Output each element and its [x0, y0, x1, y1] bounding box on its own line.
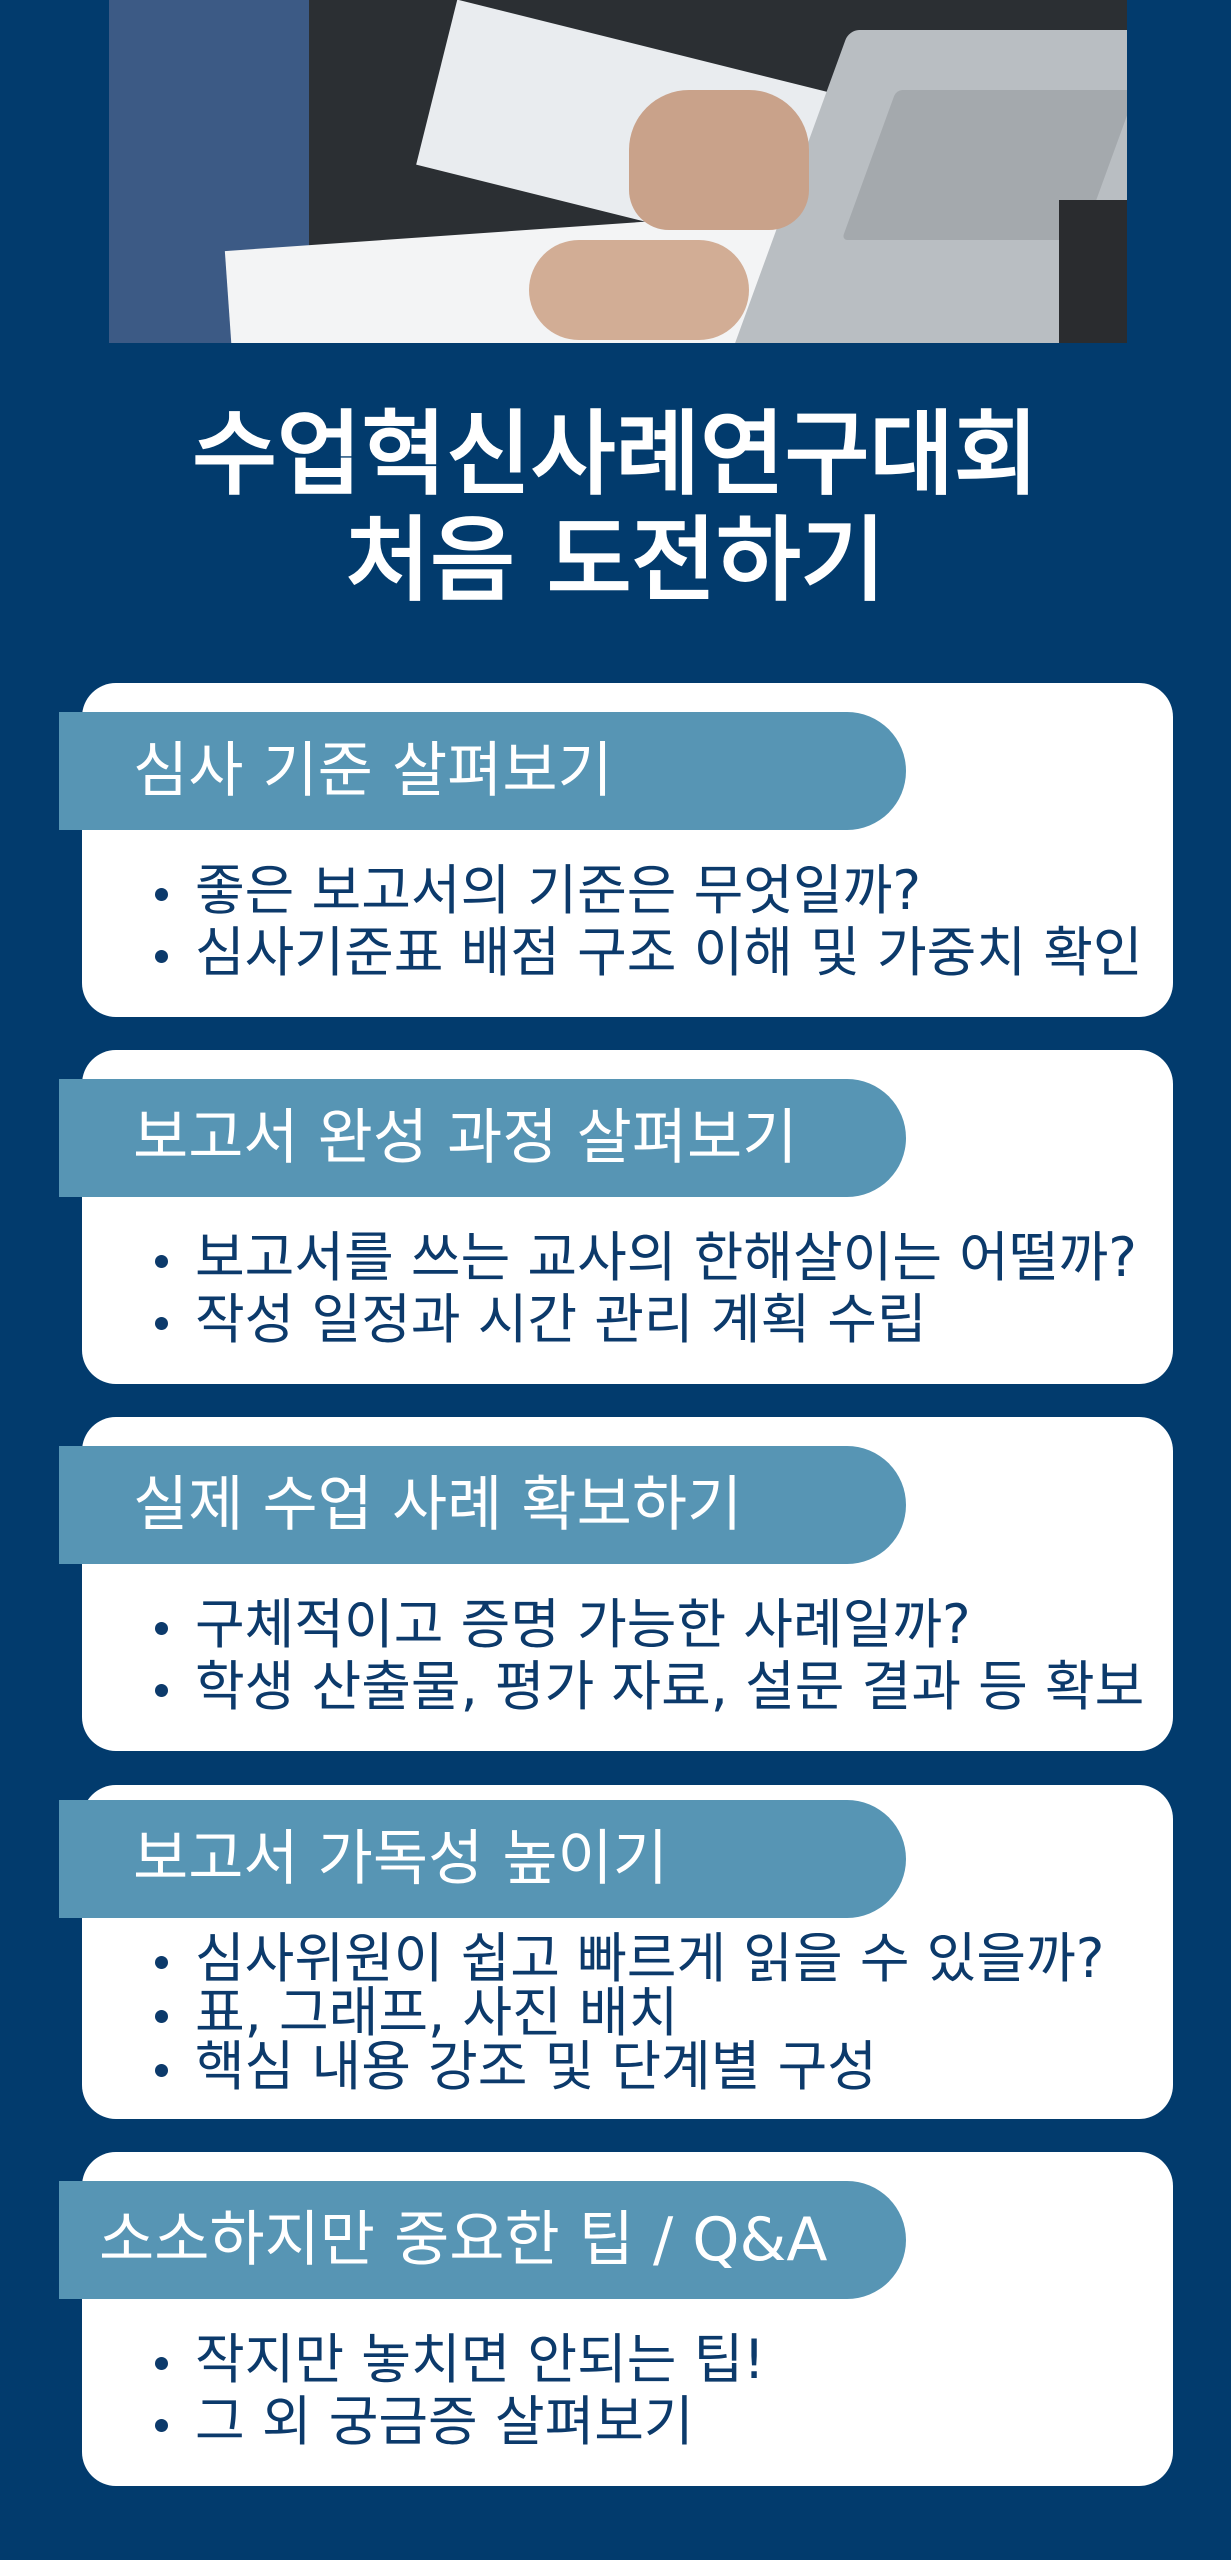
list-item-text: 심사기준표 배점 구조 이해 및 가중치 확인: [195, 921, 1143, 984]
list-item-text: 학생 산출물, 평가 자료, 설문 결과 등 확보: [195, 1655, 1145, 1718]
section-heading: 보고서 가독성 높이기: [59, 1800, 906, 1918]
bullet-icon: [155, 2010, 168, 2023]
page-title: 수업혁신사례연구대회 처음 도전하기: [0, 402, 1231, 614]
photo-hand: [629, 90, 809, 230]
photo-writing-hand: [529, 240, 749, 340]
list-item-text: 핵심 내용 강조 및 단계별 구성: [195, 2035, 877, 2098]
bullet-list: 작지만 놓치면 안되는 팁! 그 외 궁금증 살펴보기: [155, 2329, 765, 2453]
bullet-icon: [155, 1684, 168, 1697]
bullet-list: 구체적이고 증명 가능한 사례일까? 학생 산출물, 평가 자료, 설문 결과 …: [155, 1594, 1144, 1718]
bullet-list: 보고서를 쓰는 교사의 한해살이는 어떨까? 작성 일정과 시간 관리 계획 수…: [155, 1227, 1137, 1351]
list-item: 보고서를 쓰는 교사의 한해살이는 어떨까?: [155, 1227, 1137, 1289]
bullet-icon: [155, 2419, 168, 2432]
list-item-text: 작지만 놓치면 안되는 팁!: [195, 2328, 765, 2391]
list-item: 학생 산출물, 평가 자료, 설문 결과 등 확보: [155, 1656, 1144, 1718]
bullet-icon: [155, 2357, 168, 2370]
bullet-icon: [155, 1622, 168, 1635]
bullet-icon: [155, 950, 168, 963]
section-heading: 보고서 완성 과정 살펴보기: [59, 1079, 906, 1197]
list-item-text: 그 외 궁금증 살펴보기: [195, 2390, 694, 2453]
list-item-text: 작성 일정과 시간 관리 계획 수립: [195, 1288, 927, 1351]
bullet-list: 심사위원이 쉽고 빠르게 읽을 수 있을까? 표, 그래프, 사진 배치 핵심 …: [155, 1932, 1104, 2094]
list-item: 작성 일정과 시간 관리 계획 수립: [155, 1289, 1137, 1351]
list-item: 심사위원이 쉽고 빠르게 읽을 수 있을까?: [155, 1932, 1104, 1986]
section-heading: 소소하지만 중요한 팁 / Q&A: [59, 2181, 906, 2299]
list-item: 좋은 보고서의 기준은 무엇일까?: [155, 860, 1143, 922]
list-item: 구체적이고 증명 가능한 사례일까?: [155, 1594, 1144, 1656]
title-line-1: 수업혁신사례연구대회: [192, 401, 1039, 508]
list-item-text: 구체적이고 증명 가능한 사례일까?: [195, 1593, 971, 1656]
bullet-icon: [155, 2064, 168, 2077]
bullet-icon: [155, 1956, 168, 1969]
bullet-icon: [155, 888, 168, 901]
section-heading: 심사 기준 살펴보기: [59, 712, 906, 830]
bullet-icon: [155, 1255, 168, 1268]
list-item-text: 좋은 보고서의 기준은 무엇일까?: [195, 859, 921, 922]
header-photo-writing-at-desk: [109, 0, 1127, 343]
list-item: 핵심 내용 강조 및 단계별 구성: [155, 2040, 1104, 2094]
list-item: 표, 그래프, 사진 배치: [155, 1986, 1104, 2040]
list-item-text: 보고서를 쓰는 교사의 한해살이는 어떨까?: [195, 1226, 1137, 1289]
bullet-icon: [155, 1317, 168, 1330]
list-item-text: 표, 그래프, 사진 배치: [195, 1981, 679, 2044]
list-item: 작지만 놓치면 안되는 팁!: [155, 2329, 765, 2391]
list-item: 그 외 궁금증 살펴보기: [155, 2391, 765, 2453]
bullet-list: 좋은 보고서의 기준은 무엇일까? 심사기준표 배점 구조 이해 및 가중치 확…: [155, 860, 1143, 984]
title-line-2: 처음 도전하기: [345, 507, 886, 614]
list-item-text: 심사위원이 쉽고 빠르게 읽을 수 있을까?: [195, 1927, 1105, 1990]
list-item: 심사기준표 배점 구조 이해 및 가중치 확인: [155, 922, 1143, 984]
section-heading: 실제 수업 사례 확보하기: [59, 1446, 906, 1564]
photo-keyboard: [1059, 200, 1127, 343]
